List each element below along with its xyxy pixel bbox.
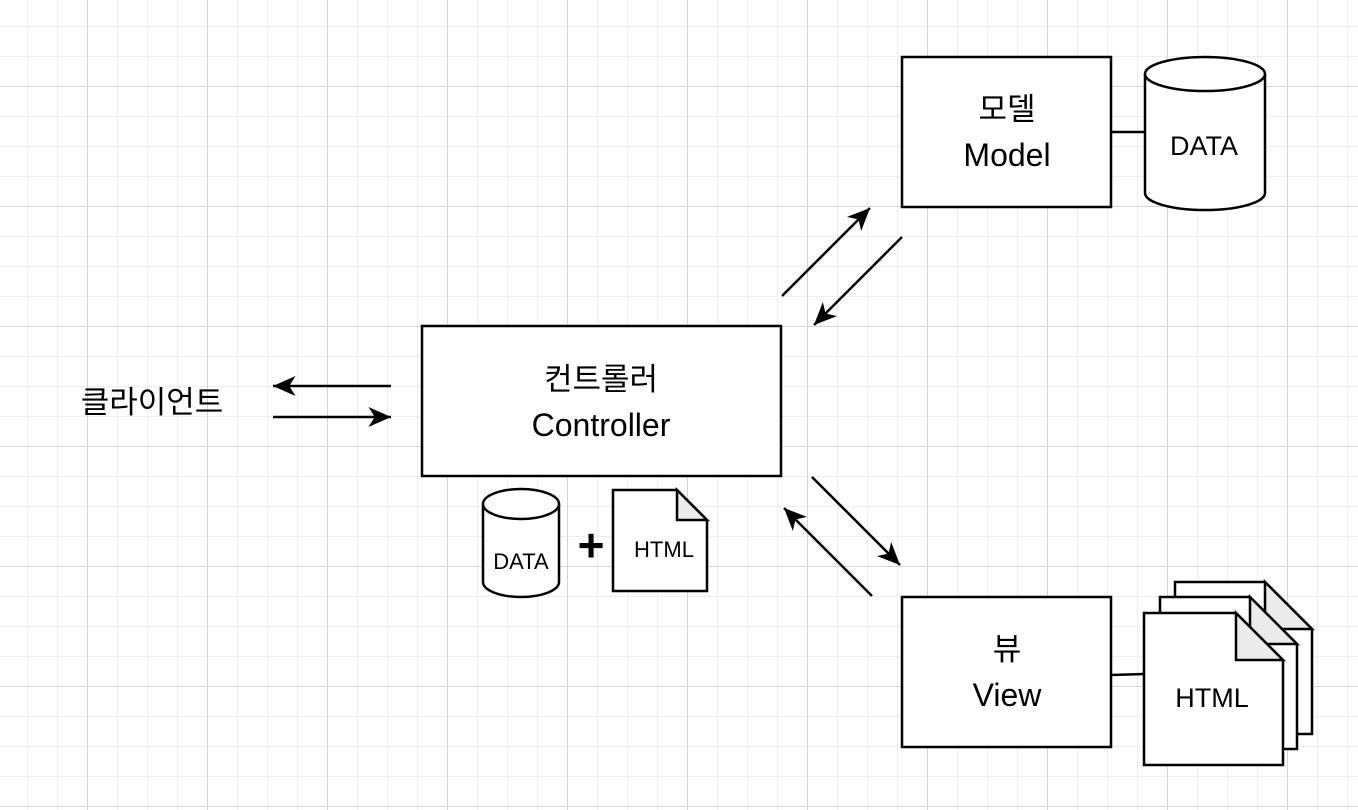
- controller-box: 컨트롤러 Controller: [420, 324, 783, 478]
- controller-data-cylinder: DATA: [481, 487, 561, 599]
- arrow-controller-to-model: [781, 207, 871, 297]
- view-html-document-stack: HTML: [1142, 578, 1316, 767]
- model-data-cylinder: DATA: [1143, 55, 1267, 212]
- view-html-label: HTML: [1175, 683, 1249, 713]
- plus-sign: +: [578, 519, 605, 571]
- view-label-ko: 뷰: [993, 632, 1022, 668]
- arrow-controller-to-view: [811, 476, 901, 566]
- model-label-en: Model: [963, 137, 1050, 173]
- controller-label-en: Controller: [532, 407, 671, 443]
- html-document-front: HTML: [1142, 609, 1287, 767]
- model-label-ko: 모델: [978, 92, 1035, 128]
- view-box: 뷰 View: [900, 595, 1113, 749]
- model-box: 모델 Model: [900, 55, 1113, 209]
- arrow-view-to-controller: [783, 507, 873, 597]
- client-label: 클라이언트: [81, 385, 224, 421]
- arrow-model-to-controller: [813, 236, 903, 326]
- controller-html-document: HTML: [611, 486, 711, 593]
- view-label-en: View: [973, 677, 1043, 713]
- controller-html-label: HTML: [634, 537, 694, 562]
- controller-label-ko: 컨트롤러: [544, 362, 658, 398]
- view-html-connector: [1110, 672, 1145, 677]
- controller-data-label: DATA: [493, 549, 549, 574]
- model-data-label: DATA: [1170, 131, 1238, 161]
